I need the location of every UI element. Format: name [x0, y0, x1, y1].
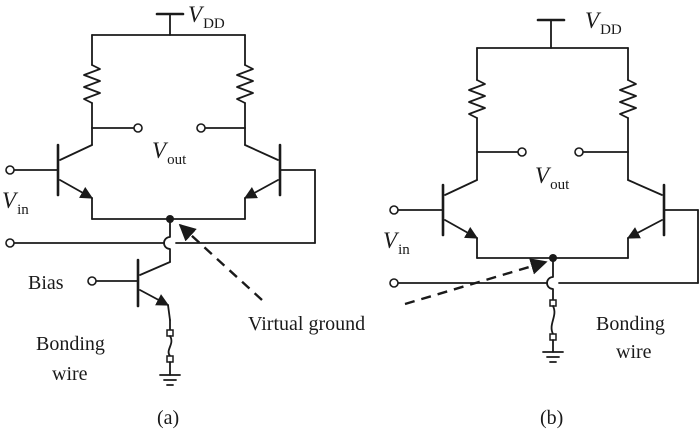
caption-a: (a)	[157, 407, 179, 429]
bonding-wire-label-a-line2: wire	[52, 363, 88, 385]
transistor-right-a	[243, 127, 316, 244]
bonding-wire-label-b-line1: Bonding	[596, 313, 665, 335]
vout-label-b: Vout	[535, 163, 570, 193]
resistor-left-a	[83, 34, 101, 129]
vin-label-b: Vin	[383, 228, 410, 258]
vin-label-a: Vin	[2, 188, 29, 218]
bonding-wire-label-b-line2: wire	[616, 341, 652, 363]
resistor-right-b	[619, 47, 637, 153]
resistor-right-a	[236, 34, 254, 129]
vout-terminal-right-b	[574, 147, 584, 157]
vout-label-a: Vout	[152, 138, 187, 168]
virtual-ground-label: Virtual ground	[248, 313, 365, 335]
caption-b: (b)	[540, 407, 563, 429]
bonding-wire-b	[542, 299, 564, 363]
vout-terminal-right-a	[196, 123, 206, 133]
circuit-a: VDD Vout Vin	[2, 2, 316, 429]
vdd-label-a: VDD	[188, 2, 225, 32]
transistor-right-b	[626, 151, 699, 284]
bonding-wire-label-a-line1: Bonding	[36, 333, 105, 355]
virtual-ground-callout	[178, 223, 548, 306]
transistor-left-b	[389, 151, 479, 259]
arrow-to-node-b	[404, 258, 548, 306]
vout-terminal-left-b	[517, 147, 527, 157]
tail-transistor-a	[87, 258, 171, 321]
bias-label: Bias	[28, 272, 64, 294]
resistor-left-b	[468, 47, 486, 153]
vdd-label-b: VDD	[585, 8, 622, 38]
bonding-wire-a	[159, 319, 181, 386]
vdd-symbol-b	[476, 18, 629, 49]
vdd-symbol-a	[91, 12, 246, 36]
vout-terminal-left-a	[133, 123, 143, 133]
circuit-b: VDD Vout Vin	[383, 8, 699, 429]
arrow-to-node-a	[178, 223, 263, 301]
transistor-left-a	[5, 127, 94, 220]
